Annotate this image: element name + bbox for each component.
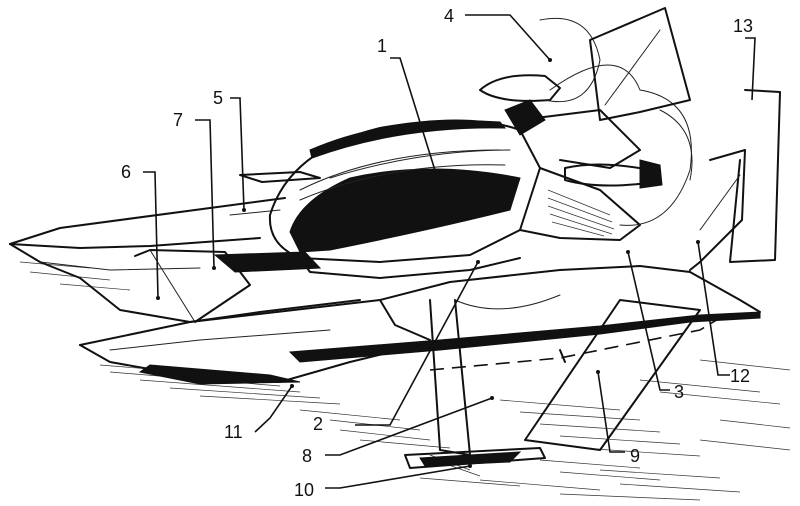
engine-pods <box>479 17 693 226</box>
callout-2: 2 <box>313 414 323 434</box>
callout-5: 5 <box>213 88 223 108</box>
callout-8: 8 <box>302 446 312 466</box>
callout-11: 11 <box>224 422 243 442</box>
callout-3: 3 <box>674 382 684 402</box>
callout-1: 1 <box>377 36 387 56</box>
callout-labels: 1 2 3 4 5 6 7 8 9 10 11 12 13 <box>121 6 753 500</box>
callout-9: 9 <box>630 446 640 466</box>
tail-fins <box>589 7 781 271</box>
main-hull <box>79 265 761 385</box>
canopy <box>268 119 641 279</box>
callout-6: 6 <box>121 162 131 182</box>
callout-4: 4 <box>444 6 454 26</box>
callout-7: 7 <box>173 110 183 130</box>
water-surface <box>19 261 791 501</box>
callout-leaders <box>143 14 756 489</box>
callout-12: 12 <box>730 366 750 386</box>
hydrofoils <box>404 271 761 469</box>
callout-10: 10 <box>294 480 314 500</box>
callout-13: 13 <box>733 16 753 36</box>
